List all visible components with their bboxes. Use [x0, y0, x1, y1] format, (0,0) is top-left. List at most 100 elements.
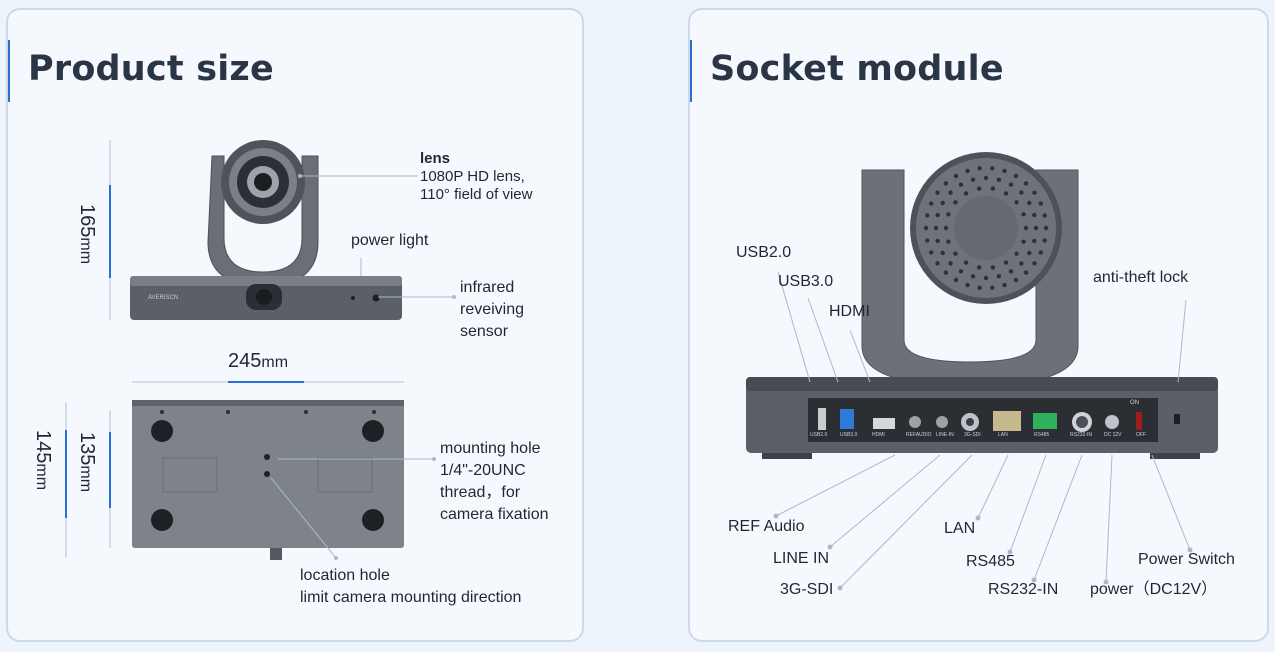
speaker-hole [946, 239, 951, 244]
speaker-hole [983, 175, 989, 181]
speaker-hole [1002, 282, 1007, 288]
infrared-callout: infrared reveiving sensor [460, 277, 524, 343]
speaker-hole [935, 238, 940, 244]
height-dimension: 165mm [76, 204, 98, 265]
rs232-callout: RS232-IN [988, 581, 1059, 598]
speaker-hole [1032, 212, 1037, 218]
speaker-hole [965, 168, 970, 174]
port-label: LAN [998, 432, 1008, 438]
speaker-hole [1014, 251, 1019, 256]
speaker-hole [976, 265, 982, 270]
port-label: LINE-IN [936, 432, 954, 438]
infrared-line2: reveiving [460, 301, 525, 318]
speaker-hole [946, 212, 951, 217]
speaker-hole [953, 277, 959, 283]
infrared-line3: sensor [460, 323, 509, 340]
panel-title: Product size [8, 40, 274, 102]
rs485-callout: RS485 [966, 553, 1015, 570]
speaker-hole [1027, 200, 1032, 206]
panel-title: Socket module [690, 40, 1004, 102]
speaker-hole [1027, 250, 1032, 256]
speaker-hole [977, 166, 982, 171]
speaker-hole [1013, 277, 1019, 283]
port-label: REFAUDIO [906, 432, 932, 438]
speaker-hole [1032, 261, 1037, 266]
speaker-hole [1042, 213, 1047, 218]
speaker-hole [925, 238, 930, 243]
speaker-hole [935, 212, 940, 218]
speaker-hole [965, 282, 970, 288]
speaker-hole [1038, 201, 1043, 206]
port-label: HDMI [872, 432, 885, 438]
port-label: DC 12V [1104, 432, 1122, 438]
product-size-panel: Product size AVERISCN [6, 8, 584, 642]
port-label: OFF [1136, 432, 1146, 438]
lens-line2: 110° field of view [420, 186, 533, 203]
speaker-hole [958, 269, 964, 274]
speaker-hole [1019, 261, 1024, 266]
mounting-line3: thread，for [440, 484, 521, 501]
speaker-hole [1013, 173, 1019, 179]
speaker-hole [1038, 250, 1043, 255]
speaker-hole [990, 285, 995, 290]
infrared-line1: infrared [460, 279, 515, 296]
port-label: USB2.0 [810, 432, 828, 438]
usb2-callout: USB2.0 [736, 244, 792, 261]
speaker-hole [1023, 270, 1029, 275]
location-line2: limit camera mounting direction [300, 589, 522, 606]
speaker-hole [990, 186, 996, 191]
location-line1: location hole [300, 567, 390, 584]
speaker-hole [940, 200, 945, 206]
outer-depth-dimension: 145mm [32, 430, 54, 491]
speaker-hole [1042, 238, 1047, 243]
anti-theft-lock-callout: anti-theft lock [1093, 269, 1189, 286]
mounting-line4: camera fixation [440, 506, 549, 523]
speaker-hole [943, 225, 949, 231]
mounting-line1: mounting hole [440, 440, 541, 457]
speaker-hole [990, 265, 996, 270]
speaker-hole [1014, 200, 1019, 205]
speaker-hole [996, 177, 1002, 182]
speaker-hole [1019, 190, 1024, 195]
speaker-hole [1003, 260, 1009, 265]
lens-callout: lens 1080P HD lens, 110° field of view [420, 150, 532, 204]
lens-title: lens [420, 150, 451, 167]
speaker-hole [1002, 168, 1007, 174]
speaker-hole [1032, 238, 1037, 244]
speaker-hole [970, 274, 976, 279]
speaker-hole [929, 250, 934, 255]
speaker-hole [1043, 225, 1049, 231]
power-light-callout: power light [351, 232, 429, 249]
hdmi-callout: HDMI [829, 303, 870, 320]
speaker-hole [1003, 191, 1009, 196]
socket-module-panel: Socket module [688, 8, 1269, 642]
switch-on-label: ON [1130, 400, 1139, 406]
speaker-hole [943, 270, 949, 275]
speaker-hole [940, 250, 945, 256]
location-hole-callout: location hole limit camera mounting dire… [300, 565, 521, 609]
speaker-hole [1032, 190, 1037, 195]
speaker-hole [963, 260, 969, 265]
speaker-hole [943, 181, 949, 186]
speaker-hole [990, 166, 995, 171]
speaker-hole [953, 173, 959, 179]
inner-depth-dimension: 135mm [76, 432, 98, 493]
usb3-callout: USB3.0 [778, 273, 834, 290]
power-callout: power（DC12V） [1090, 581, 1218, 598]
mounting-hole-callout: mounting hole 1/4"-20UNC thread，for came… [440, 438, 549, 526]
brand-logo: AVERISCN [148, 295, 178, 301]
speaker-hole [1023, 225, 1029, 231]
speaker-hole [953, 200, 958, 205]
3g-sdi-callout: 3G-SDI [780, 581, 834, 598]
speaker-hole [1021, 212, 1026, 217]
port-label: RS485 [1034, 432, 1050, 438]
speaker-hole [1008, 182, 1014, 187]
lens-line1: 1080P HD lens, [420, 168, 525, 185]
port-label: USB3.0 [840, 432, 858, 438]
speaker-hole [923, 225, 929, 231]
speaker-hole [1008, 269, 1014, 274]
mounting-line2: 1/4"-20UNC [440, 462, 526, 479]
speaker-hole [925, 213, 930, 218]
speaker-hole [970, 177, 976, 182]
